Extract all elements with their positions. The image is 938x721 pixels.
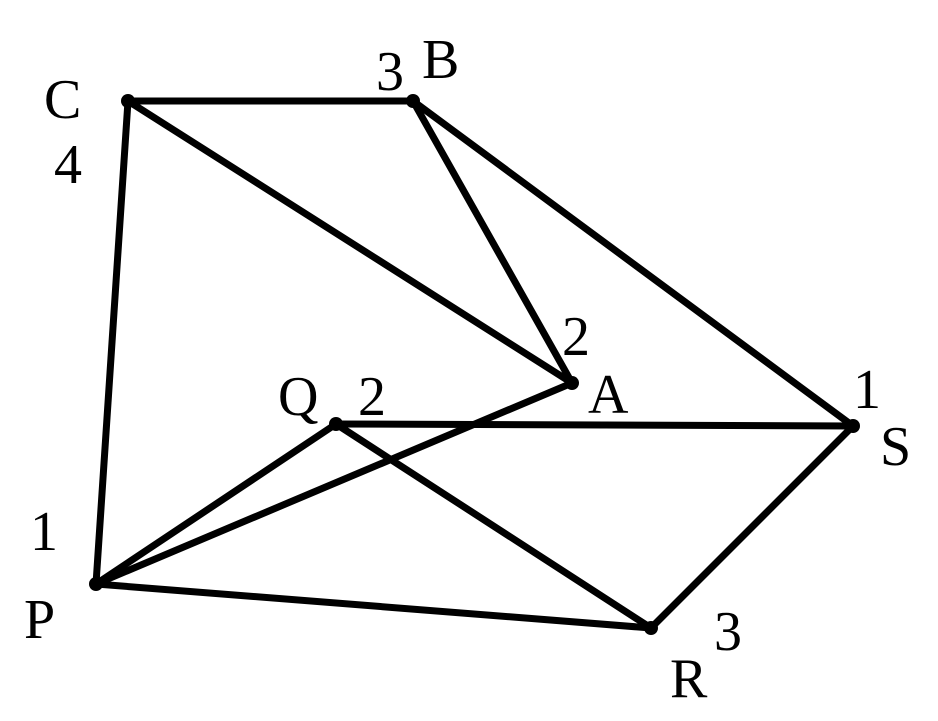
vertex-weight-R: 3	[714, 601, 742, 663]
edge-Q-P	[92, 420, 340, 588]
vertex-name-P: P	[24, 589, 55, 651]
vertex-A	[565, 376, 579, 390]
labels-layer: C 4 B 3 A 2 Q 2 S 1 P 1 R 3	[24, 29, 911, 710]
vertex-C	[121, 94, 135, 108]
edge-Q-R	[332, 420, 655, 632]
vertex-B	[406, 94, 420, 108]
edge-B-S	[409, 97, 857, 430]
vertices-layer	[89, 94, 860, 635]
vertex-Q	[329, 417, 343, 431]
vertex-name-A: A	[588, 364, 629, 426]
edge-R-S	[647, 422, 857, 632]
vertex-weight-C: 4	[54, 134, 82, 196]
edge-Q-S	[332, 420, 857, 430]
vertex-weight-S: 1	[853, 359, 881, 421]
vertex-weight-P: 1	[30, 501, 58, 563]
vertex-name-Q: Q	[278, 366, 318, 428]
vertex-name-R: R	[670, 648, 708, 710]
vertex-R	[644, 621, 658, 635]
vertex-name-C: C	[44, 69, 81, 131]
edges-layer	[92, 97, 857, 632]
edge-P-R	[92, 580, 655, 632]
vertex-S	[846, 419, 860, 433]
vertex-P	[89, 577, 103, 591]
edge-A-P	[92, 379, 576, 588]
vertex-weight-A: 2	[562, 306, 590, 368]
edge-B-A	[409, 97, 576, 387]
vertex-name-B: B	[422, 29, 459, 91]
vertex-weight-Q: 2	[358, 366, 386, 428]
edge-C-A	[124, 97, 576, 387]
vertex-weight-B: 3	[376, 41, 404, 103]
vertex-name-S: S	[880, 416, 911, 478]
edge-C-P	[92, 97, 132, 588]
